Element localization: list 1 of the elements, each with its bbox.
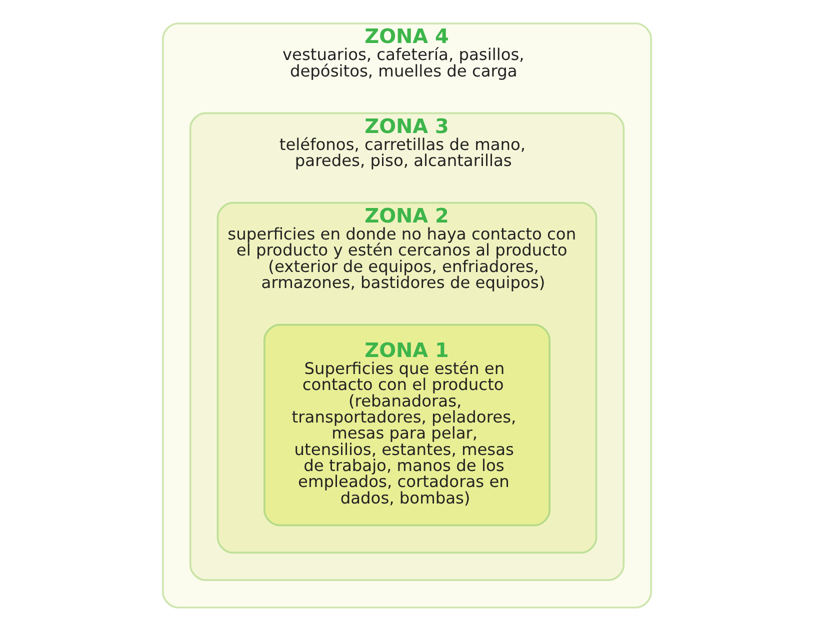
node-box: ZONA 1 Superficies que estén en contacto con el producto (rebanadoras, transportadores, peladores, mesas para pelar, utensilios, estantes, mesas de trabajo, manos de los empleados, cortadoras en dados, bombas) <box>264 324 550 526</box>
